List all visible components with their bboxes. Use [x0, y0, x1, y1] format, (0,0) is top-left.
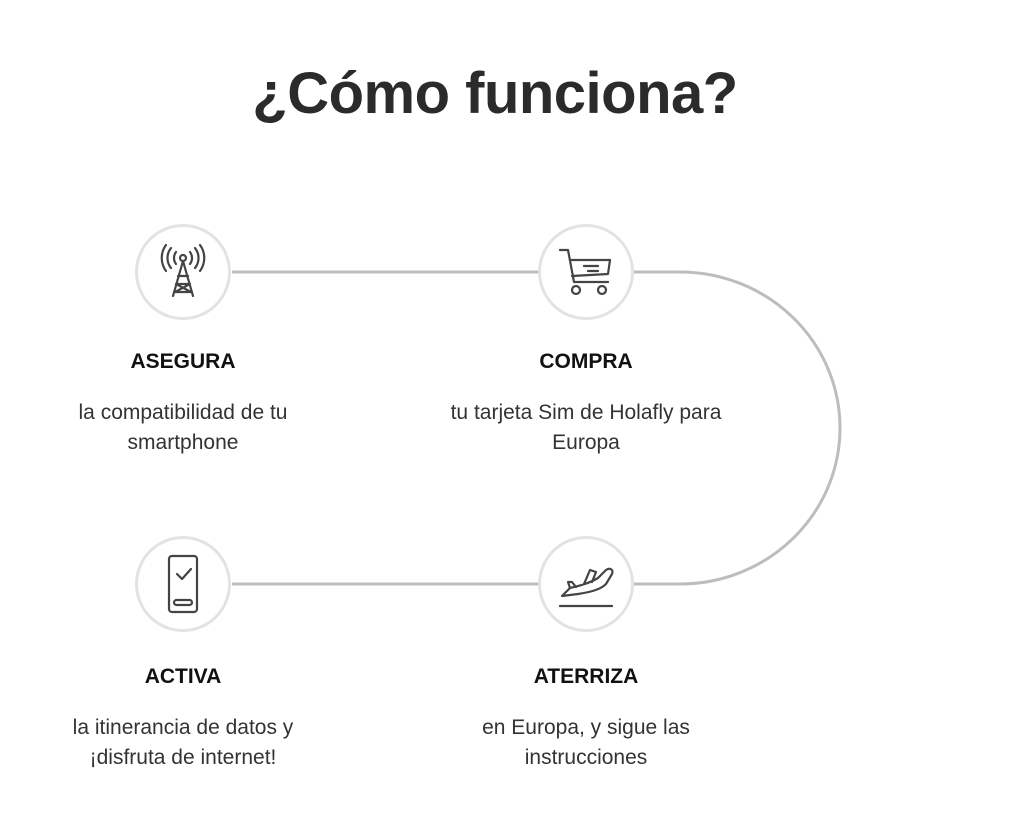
- step-aterriza-desc-line-2: instrucciones: [524, 746, 648, 769]
- page-title: ¿Cómo funciona?: [252, 61, 738, 126]
- step-compra-icon-circle: [538, 224, 634, 320]
- airplane-landing-icon: [558, 567, 614, 608]
- step-aterriza-description: en Europa, y sigue las instrucciones: [426, 713, 746, 773]
- step-asegura-title: ASEGURA: [130, 350, 236, 373]
- step-asegura-description: la compatibilidad de tu smartphone: [23, 398, 343, 458]
- step-activa-title: ACTIVA: [144, 665, 222, 688]
- step-compra-title: COMPRA: [539, 350, 633, 373]
- step-compra-description: tu tarjeta Sim de Holafly para Europa: [426, 398, 746, 458]
- step-asegura-icon-circle: [135, 224, 231, 320]
- step-aterriza-title: ATERRIZA: [533, 665, 639, 688]
- shopping-cart-icon: [558, 248, 612, 296]
- step-asegura-desc-line-1: la compatibilidad de tu: [78, 401, 288, 424]
- step-aterriza-icon-circle: [538, 536, 634, 632]
- step-aterriza-desc-line-1: en Europa, y sigue las: [482, 716, 690, 739]
- step-activa-icon-circle: [135, 536, 231, 632]
- cell-tower-icon: [160, 243, 206, 298]
- step-activa-description: la itinerancia de datos y ¡disfruta de i…: [23, 713, 343, 773]
- step-asegura-desc-line-2: smartphone: [127, 431, 239, 454]
- step-compra-desc-line-2: Europa: [552, 431, 620, 454]
- smartphone-check-icon: [167, 554, 199, 614]
- step-activa-desc-line-1: la itinerancia de datos y: [72, 716, 294, 739]
- step-compra-desc-line-1: tu tarjeta Sim de Holafly para: [450, 401, 722, 424]
- step-activa-desc-line-2: ¡disfruta de internet!: [89, 746, 277, 769]
